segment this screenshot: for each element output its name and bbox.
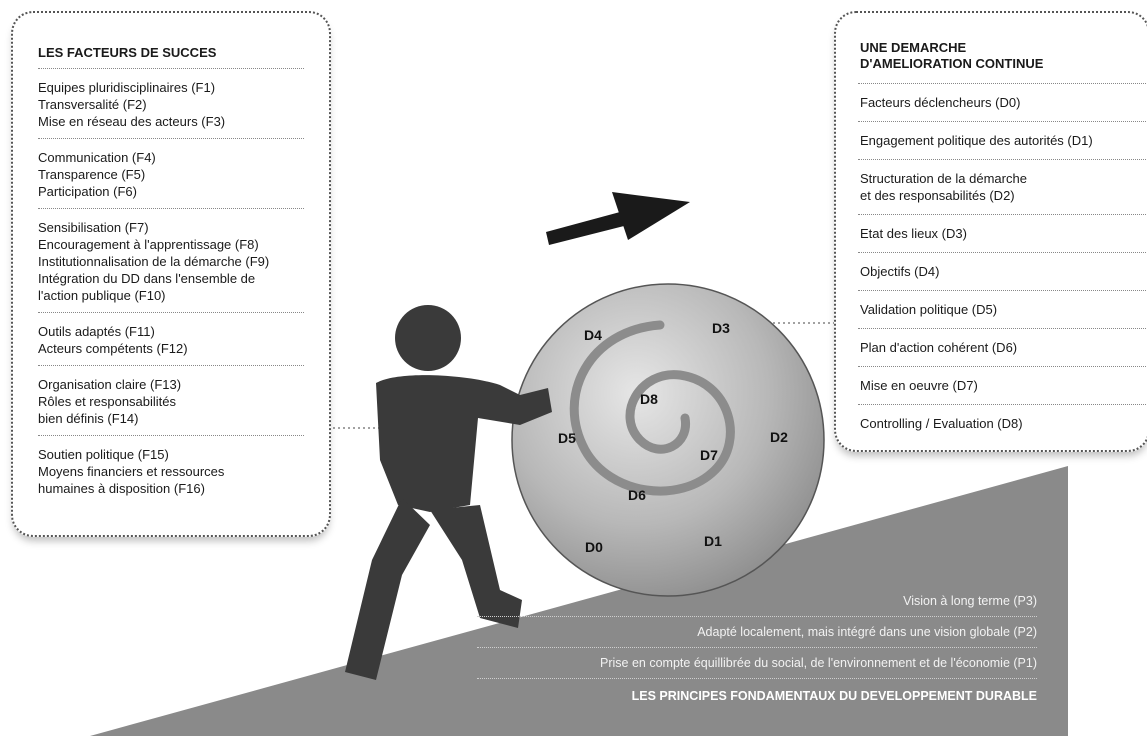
factor-item: Mise en réseau des acteurs (F3) <box>38 114 226 129</box>
progress-arrow <box>546 192 690 245</box>
factor-item: Encouragement à l'apprentissage (F8) <box>38 237 259 252</box>
factor-group: Sensibilisation (F7) Encouragement à l'a… <box>38 208 304 312</box>
success-factors-title: LES FACTEURS DE SUCCES <box>38 45 217 60</box>
success-factors-list: Equipes pluridisciplinaires (F1) Transve… <box>38 68 304 505</box>
ball-label-d1: D1 <box>704 533 722 549</box>
factor-item: Outils adaptés (F11) <box>38 324 155 339</box>
factor-group: Organisation claire (F13) Rôles et respo… <box>38 365 304 435</box>
factor-item: Organisation claire (F13) <box>38 377 182 392</box>
factor-item: Rôles et responsabilités bien définis (F… <box>38 394 177 426</box>
factor-item: Participation (F6) <box>38 184 137 199</box>
step-item: Engagement politique des autorités (D1) <box>858 121 1147 159</box>
ball-label-d6: D6 <box>628 487 646 503</box>
ball-label-d4: D4 <box>584 327 602 343</box>
continuous-improvement-panel: UNE DEMARCHE D'AMELIORATION CONTINUE Fac… <box>834 11 1147 452</box>
step-item: Mise en oeuvre (D7) <box>858 366 1147 404</box>
step-item: Validation politique (D5) <box>858 290 1147 328</box>
factor-item: Institutionnalisation de la démarche (F9… <box>38 254 270 269</box>
factor-item: Communication (F4) <box>38 150 156 165</box>
step-item: Plan d'action cohérent (D6) <box>858 328 1147 366</box>
step-item: Facteurs déclencheurs (D0) <box>858 83 1147 121</box>
factor-group: Soutien politique (F15) Moyens financier… <box>38 435 304 505</box>
factor-item: Transversalité (F2) <box>38 97 147 112</box>
factor-group: Equipes pluridisciplinaires (F1) Transve… <box>38 68 304 138</box>
step-item: Objectifs (D4) <box>858 252 1147 290</box>
factor-item: Moyens financiers et ressources humaines… <box>38 464 225 496</box>
factor-item: Intégration du DD dans l'ensemble de l'a… <box>38 271 256 303</box>
step-item: Controlling / Evaluation (D8) <box>858 404 1147 442</box>
ball-label-d3: D3 <box>712 320 730 336</box>
factor-item: Sensibilisation (F7) <box>38 220 149 235</box>
person-figure <box>345 305 552 680</box>
slope-ramp <box>90 466 1068 736</box>
spiral <box>569 320 735 496</box>
continuous-improvement-title: UNE DEMARCHE D'AMELIORATION CONTINUE <box>860 40 1044 71</box>
ball-label-d2: D2 <box>770 429 788 445</box>
step-item: Etat des lieux (D3) <box>858 214 1147 252</box>
factor-group: Outils adaptés (F11) Acteurs compétents … <box>38 312 304 365</box>
principle-line: Adapté localement, mais intégré dans une… <box>477 617 1037 648</box>
ball-label-d5: D5 <box>558 430 576 446</box>
factor-item: Soutien politique (F15) <box>38 447 169 462</box>
principles-block: Vision à long terme (P3) Adapté localeme… <box>477 586 1037 713</box>
factor-item: Acteurs compétents (F12) <box>38 341 188 356</box>
principle-line: Prise en compte équillibrée du social, d… <box>477 648 1037 679</box>
factor-group: Communication (F4) Transparence (F5) Par… <box>38 138 304 208</box>
ball-label-d0: D0 <box>585 539 603 555</box>
principles-title: LES PRINCIPES FONDAMENTAUX DU DEVELOPPEM… <box>631 689 1037 703</box>
ball-label-d8: D8 <box>640 391 658 407</box>
factor-item: Transparence (F5) <box>38 167 146 182</box>
steps-list: Facteurs déclencheurs (D0) Engagement po… <box>858 83 1147 442</box>
success-factors-panel: LES FACTEURS DE SUCCES Equipes pluridisc… <box>11 11 331 537</box>
ball-label-d7: D7 <box>700 447 718 463</box>
factor-item: Equipes pluridisciplinaires (F1) <box>38 80 216 95</box>
step-item: Structuration de la démarche et des resp… <box>858 159 1147 214</box>
principle-line: Vision à long terme (P3) <box>477 586 1037 617</box>
